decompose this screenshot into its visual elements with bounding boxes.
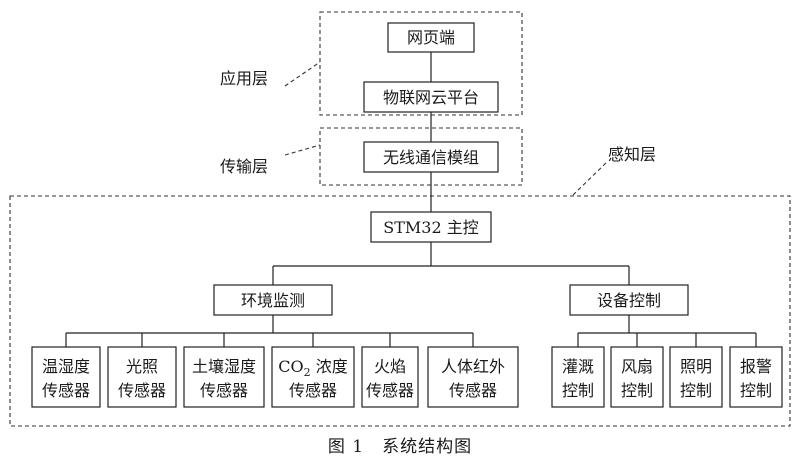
control-box-lighting xyxy=(669,346,723,408)
control-2-line2: 控制 xyxy=(621,381,653,400)
control-box-irrigation xyxy=(551,346,605,408)
sensor-1-line1: 温湿度 xyxy=(42,357,90,376)
cloud-node-label: 物联网云平台 xyxy=(383,88,479,107)
env-node-box xyxy=(213,284,333,316)
sensor-2-line2: 传感器 xyxy=(118,381,166,400)
perception-layer-leader xyxy=(571,162,607,197)
sensor-box-flame xyxy=(361,346,419,408)
sensor-2-line1: 光照 xyxy=(126,357,158,376)
web-node-box xyxy=(387,22,475,53)
sensor-6-line2: 传感器 xyxy=(449,381,497,400)
transport-layer-frame xyxy=(319,127,523,186)
application-layer-frame xyxy=(319,11,523,116)
sensor-box-temp-humidity xyxy=(31,346,101,408)
control-3-line2: 控制 xyxy=(680,381,712,400)
device-node-box xyxy=(569,284,689,316)
perception-layer-frame xyxy=(9,195,791,427)
control-1-line2: 控制 xyxy=(562,381,594,400)
sensor-5-line2: 传感器 xyxy=(366,381,414,400)
sensor-4-line2: 传感器 xyxy=(289,381,337,400)
env-node-label: 环境监测 xyxy=(241,291,305,310)
sensor-4-concentration: 浓度 xyxy=(311,357,348,376)
cloud-node-box xyxy=(363,81,499,113)
transport-layer-leader xyxy=(284,144,321,156)
control-box-alarm xyxy=(729,346,783,408)
control-1-line1: 灌溉 xyxy=(562,357,594,376)
control-4-line2: 控制 xyxy=(740,381,772,400)
sensor-4-subscript: 2 xyxy=(304,366,311,379)
perception-layer-label: 感知层 xyxy=(608,145,656,164)
control-box-fan xyxy=(610,346,664,408)
sensor-3-line2: 传感器 xyxy=(200,381,248,400)
wireless-node-box xyxy=(363,141,499,173)
sensor-6-line1: 人体红外 xyxy=(441,357,505,376)
figure-caption: 图 1 系统结构图 xyxy=(328,437,472,457)
device-node-label: 设备控制 xyxy=(597,291,661,310)
mcu-node-label: STM32 主控 xyxy=(383,218,478,237)
control-3-line1: 照明 xyxy=(680,357,712,376)
application-layer-leader xyxy=(284,61,321,87)
sensor-3-line1: 土壤湿度 xyxy=(192,357,256,376)
sensor-5-line1: 火焰 xyxy=(374,357,406,376)
mcu-node-box xyxy=(370,211,492,243)
control-2-line1: 风扇 xyxy=(621,357,653,376)
sensor-box-light xyxy=(107,346,177,408)
sensor-1-line2: 传感器 xyxy=(42,381,90,400)
application-layer-label: 应用层 xyxy=(220,69,268,88)
sensor-box-infrared xyxy=(427,346,519,408)
control-4-line1: 报警 xyxy=(740,357,772,376)
wireless-node-label: 无线通信模组 xyxy=(383,148,479,167)
web-node-label: 网页端 xyxy=(407,28,455,47)
transport-layer-label: 传输层 xyxy=(220,157,268,176)
sensor-4-co: CO xyxy=(278,357,303,376)
sensor-box-co2 xyxy=(271,346,355,408)
sensor-box-soil-moisture xyxy=(183,346,265,408)
sensor-4-line1: CO2 浓度 xyxy=(278,357,347,379)
